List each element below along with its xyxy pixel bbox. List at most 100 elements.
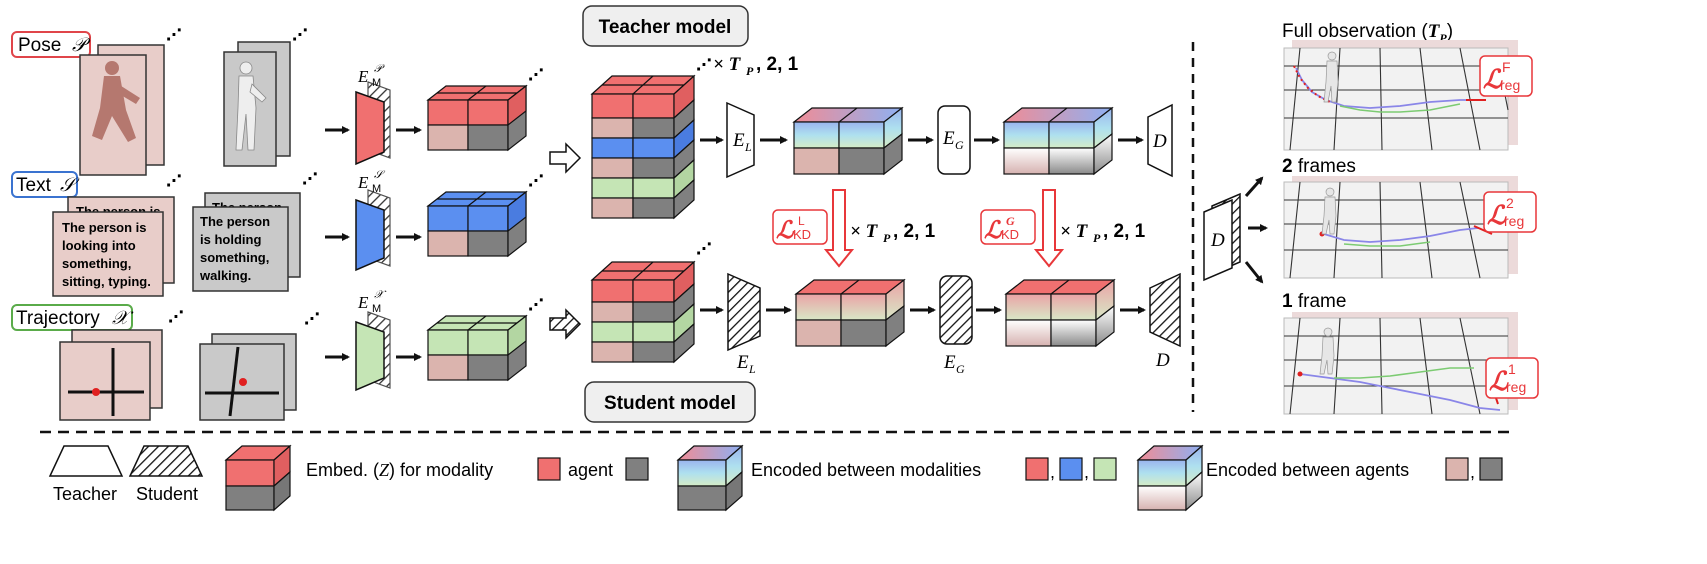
svg-text:M: M (372, 183, 381, 195)
svg-text:P: P (883, 231, 891, 245)
svg-text:⋰: ⋰ (166, 27, 182, 44)
svg-text:× T: × T (1060, 221, 1089, 242)
output-one-frame: 1 frame ℒ reg 1 (1282, 291, 1539, 415)
pose-frames-agent1: ⋰ (79, 27, 182, 176)
svg-text:⋰: ⋰ (696, 241, 712, 258)
teacher-token-stack: ⋰ (590, 57, 712, 220)
svg-text:M: M (372, 303, 381, 315)
svg-text:Teacher model: Teacher model (599, 17, 732, 38)
pose-embedding-cube: ⋰ (426, 67, 544, 152)
legend-trajectory-swatch (1093, 457, 1117, 481)
text-label: Text (16, 175, 52, 196)
svg-text:G: G (955, 138, 964, 152)
output-decoder: D (1203, 192, 1241, 282)
svg-text:looking into: looking into (62, 238, 136, 253)
svg-text:,: , (1084, 462, 1089, 482)
svg-text:𝒳: 𝒳 (374, 289, 387, 301)
trajectory-frames-agent1: ⋰ (59, 309, 184, 421)
svg-text:2: 2 (1506, 195, 1514, 211)
svg-text:⋰: ⋰ (696, 57, 712, 74)
svg-text:ℒ: ℒ (1489, 367, 1509, 396)
svg-text:𝒮: 𝒮 (374, 169, 386, 181)
svg-text:,: , (1050, 462, 1055, 482)
svg-text:L: L (748, 362, 756, 376)
legend-text-swatch (1059, 457, 1083, 481)
svg-text:,: , (1470, 462, 1475, 482)
legend-agents-text: Encoded between agents (1206, 460, 1409, 480)
svg-text:sitting, typing.: sitting, typing. (62, 274, 151, 289)
legend-agent2-swatch (1479, 457, 1503, 481)
pose-figure-gray-icon (235, 61, 267, 151)
kd-local-arrow: ℒ KD L (772, 189, 855, 268)
student-model-label: Student model (584, 381, 756, 423)
text-cards-agent2: The person The person is holding somethi… (192, 171, 318, 292)
svg-text:⋰: ⋰ (292, 27, 308, 44)
person-figure-icon (1323, 51, 1339, 103)
svg-text:ℒ: ℒ (984, 218, 1003, 244)
output-full-observation: Full observation (TP) ℒ reg F (1282, 21, 1533, 151)
text-embed-encoder: E M 𝒮 (355, 169, 391, 272)
svg-text:ℒ: ℒ (776, 218, 795, 244)
svg-text:⋰: ⋰ (304, 311, 320, 328)
legend-agent-text: agent (568, 460, 613, 480)
svg-text:reg: reg (1504, 213, 1524, 229)
svg-text:Student: Student (136, 484, 198, 504)
trajectory-label: Trajectory (16, 308, 100, 329)
svg-text:⋰: ⋰ (168, 309, 184, 326)
legend-modalities-text: Encoded between modalities (751, 460, 981, 480)
svg-text:ℒ: ℒ (1487, 201, 1507, 230)
svg-text:The person is: The person is (62, 220, 147, 235)
kd-global-repeat: × T P , 2, 1 (1060, 221, 1146, 245)
text-embedding-cube: ⋰ (426, 173, 544, 258)
legend-agent1-swatch (1445, 457, 1469, 481)
legend-agents-cube (1136, 444, 1204, 512)
svg-text:Student model: Student model (604, 393, 736, 414)
teacher-repeat-label: × T P , 2, 1 (713, 54, 799, 78)
person-figure-icon (1319, 327, 1335, 375)
full-observation-title: Full observation (TP) (1282, 21, 1453, 45)
legend-embed-cube (224, 444, 292, 512)
svg-text:G: G (956, 362, 965, 376)
teacher-global-encoder: E G (937, 105, 971, 175)
svg-text:, 2, 1: , 2, 1 (1103, 221, 1146, 242)
student-decoder: D (1149, 272, 1181, 371)
svg-text:⋰: ⋰ (528, 173, 544, 190)
svg-text:L: L (798, 214, 805, 228)
teacher-local-cube (792, 106, 904, 176)
svg-text:× T: × T (850, 221, 879, 242)
svg-text:M: M (372, 77, 381, 89)
trajectory-embed-encoder: E M 𝒳 (355, 289, 391, 392)
pose-label-box: Pose 𝒫 (11, 31, 91, 58)
svg-text:E: E (357, 67, 369, 86)
pose-embed-encoder: E M 𝒫 (355, 63, 391, 166)
agent-position-icon (92, 388, 100, 396)
teacher-model-label: Teacher model (582, 5, 749, 47)
pose-figure-icon (92, 61, 140, 142)
svg-text:KD: KD (1001, 227, 1019, 242)
pose-label: Pose (18, 35, 61, 56)
svg-text:F: F (1502, 59, 1511, 75)
legend-agent-swatch (625, 457, 649, 481)
teacher-global-cube (1002, 106, 1114, 176)
svg-text:D: D (1152, 131, 1167, 152)
teacher-input-arrow (549, 142, 582, 174)
student-local-encoder: E L (727, 272, 761, 376)
svg-text:walking.: walking. (199, 268, 251, 283)
svg-text:P: P (746, 64, 754, 78)
legend-modalities-cube (676, 444, 744, 512)
person-figure-icon (1321, 187, 1337, 235)
legend-teacher: Teacher (48, 445, 124, 504)
legend-student: Student (128, 445, 204, 504)
svg-text:L: L (744, 140, 752, 154)
output-two-frames: 2 frames ℒ reg 2 (1282, 156, 1537, 279)
teacher-decoder: D (1147, 103, 1173, 178)
svg-text:, 2, 1: , 2, 1 (893, 221, 936, 242)
svg-text:, 2, 1: , 2, 1 (756, 54, 799, 75)
legend-modality-swatch (537, 457, 561, 481)
svg-text:𝒫: 𝒫 (374, 63, 385, 75)
legend: Teacher Student Embed. (Z) for modality … (48, 444, 1503, 512)
svg-text:⋰: ⋰ (528, 67, 544, 84)
svg-text:Teacher: Teacher (53, 484, 117, 504)
svg-text:P: P (1093, 231, 1101, 245)
